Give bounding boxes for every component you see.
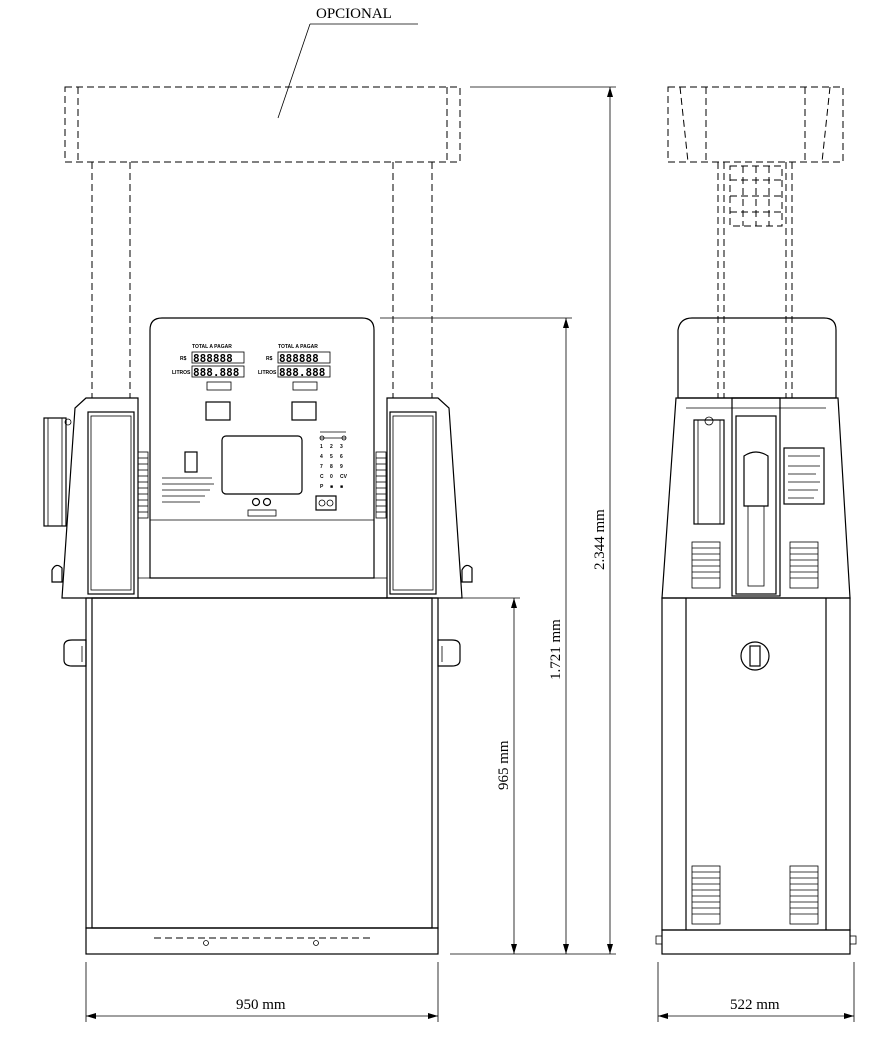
right-vent xyxy=(375,451,387,519)
optional-callout: OPCIONAL xyxy=(277,6,418,119)
display-left-price: 888888 xyxy=(193,352,233,365)
key-8: 8 xyxy=(330,464,333,470)
display-left-liter-value: 888.888 xyxy=(193,366,239,379)
fine-print-lines xyxy=(162,477,214,503)
key-block-1: ■ xyxy=(330,484,333,490)
key-9: 9 xyxy=(340,464,343,470)
side-upper-vents xyxy=(691,541,819,589)
nozzle-bay xyxy=(731,397,781,597)
optional-label: OPCIONAL xyxy=(316,6,392,22)
key-cv: CV xyxy=(340,474,348,480)
display-left-title: TOTAL A PAGAR xyxy=(192,344,232,350)
key-6: 6 xyxy=(340,454,343,460)
front-base-cabinet xyxy=(85,597,439,929)
side-view xyxy=(655,86,857,955)
display-right-currency: R$ xyxy=(266,356,273,362)
width-side-label: 522 mm xyxy=(730,997,780,1013)
keypad: 1 2 3 4 5 6 7 8 9 C 0 CV P ■ ■ xyxy=(315,431,348,511)
optional-canopy-side xyxy=(667,86,844,398)
key-5: 5 xyxy=(330,454,333,460)
height-dispenser-label: 1.721 mm xyxy=(548,619,564,680)
key-7: 7 xyxy=(320,464,323,470)
key-block-2: ■ xyxy=(340,484,343,490)
display-right-title: TOTAL A PAGAR xyxy=(278,344,318,350)
key-p: P xyxy=(320,484,324,490)
card-reader-slot xyxy=(184,451,198,473)
width-front-label: 950 mm xyxy=(236,997,286,1013)
display-right-liter-value: 888.888 xyxy=(279,366,325,379)
display-right: TOTAL A PAGAR R$ 888888 LITROS 888.888 xyxy=(258,344,331,421)
display-right-liters: LITROS xyxy=(258,370,277,376)
key-1: 1 xyxy=(320,444,323,450)
key-0: 0 xyxy=(330,474,333,480)
info-plate xyxy=(783,447,825,505)
key-c: C xyxy=(320,474,324,480)
key-2: 2 xyxy=(330,444,333,450)
left-vent xyxy=(137,451,149,519)
display-left-liters: LITROS xyxy=(172,370,191,376)
key-3: 3 xyxy=(340,444,343,450)
optional-canopy-front xyxy=(64,86,461,398)
key-4: 4 xyxy=(320,454,323,460)
height-base-label: 965 mm xyxy=(496,740,512,790)
front-plinth xyxy=(85,927,439,955)
lock-icon xyxy=(740,641,770,671)
side-plinth xyxy=(661,929,851,955)
side-hose-holder xyxy=(693,419,725,525)
lcd-screen xyxy=(221,435,303,495)
display-right-price: 888888 xyxy=(279,352,319,365)
display-left-currency: R$ xyxy=(180,356,187,362)
height-total-label: 2.344 mm xyxy=(592,509,608,570)
display-left: TOTAL A PAGAR R$ 888888 LITROS 888.888 xyxy=(172,344,245,421)
dimension-lines xyxy=(85,86,855,1022)
front-view: TOTAL A PAGAR R$ 888888 LITROS 888.888 T… xyxy=(43,317,473,955)
side-lower-vents xyxy=(691,865,819,925)
